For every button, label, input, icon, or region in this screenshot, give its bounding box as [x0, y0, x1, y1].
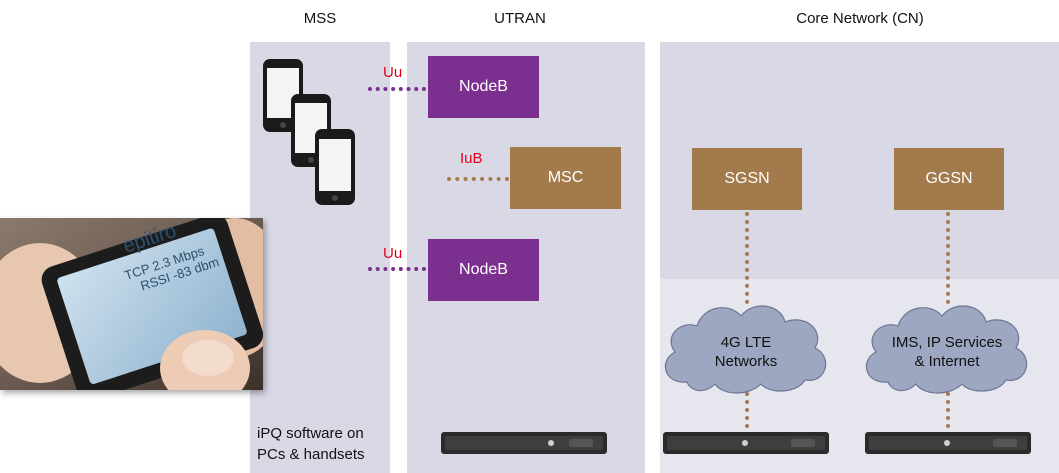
ims-server-link: [946, 392, 950, 428]
lte-server-link: [745, 392, 749, 428]
ims-cloud-line2: & Internet: [914, 353, 980, 370]
uu-bottom-label: Uu: [383, 245, 403, 262]
server-icon: [865, 432, 1031, 454]
sgsn-node: SGSN: [692, 148, 802, 210]
sgsn-cloud-link: [745, 212, 749, 304]
hand-photo-image: [0, 218, 263, 390]
lte-cloud-label: 4G LTE Networks: [687, 333, 805, 371]
server-icon: [441, 432, 607, 454]
nodeb-bottom: NodeB: [428, 239, 539, 301]
mss-caption-line1: iPQ software on: [257, 425, 364, 442]
msc-node: MSC: [510, 147, 621, 209]
mss-caption: iPQ software on PCs & handsets: [257, 423, 365, 465]
ims-cloud-label: IMS, IP Services & Internet: [872, 333, 1022, 371]
handset-photo: epitiro TCP 2.3 Mbps RSSI -83 dbm: [0, 218, 263, 390]
uu-top-link: [368, 87, 426, 91]
header-core-network: Core Network (CN): [796, 10, 924, 27]
uu-top-label: Uu: [383, 64, 403, 81]
ims-cloud-line1: IMS, IP Services: [891, 334, 1003, 351]
lte-cloud-line2: Networks: [714, 353, 778, 370]
header-mss: MSS: [303, 10, 337, 27]
handset-icon: [315, 129, 355, 205]
ggsn-cloud-link: [946, 212, 950, 304]
iub-link: [447, 177, 509, 181]
mss-caption-line2: PCs & handsets: [257, 446, 365, 463]
header-utran: UTRAN: [494, 10, 546, 27]
ims-cloud-icon: [865, 305, 1028, 394]
lte-cloud-icon: [664, 305, 827, 394]
uu-bottom-link: [368, 267, 426, 271]
ggsn-node: GGSN: [894, 148, 1004, 210]
iub-label: IuB: [460, 150, 483, 167]
nodeb-top: NodeB: [428, 56, 539, 118]
lte-cloud-line1: 4G LTE: [720, 334, 772, 351]
server-icon: [663, 432, 829, 454]
